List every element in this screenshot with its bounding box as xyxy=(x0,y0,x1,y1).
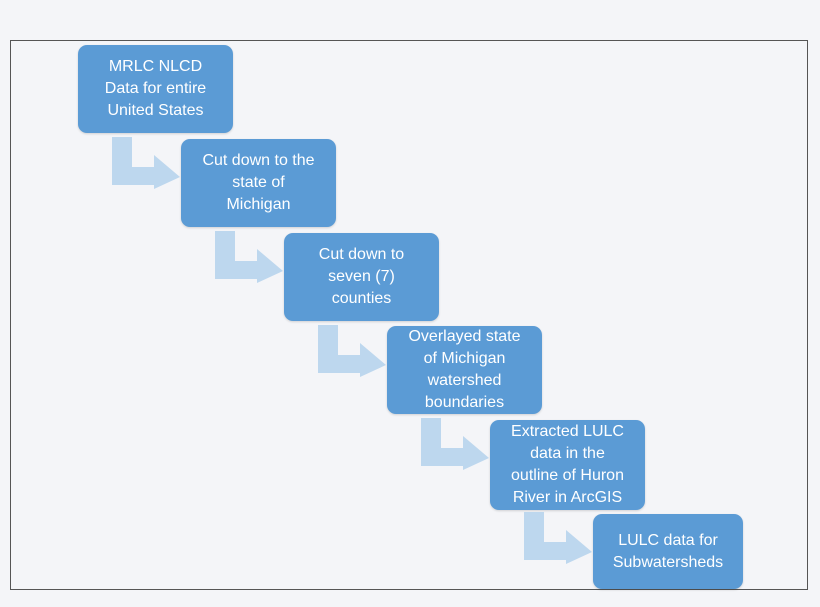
bent-arrow-3-to-4 xyxy=(318,325,386,377)
step-3-box: Cut down to seven (7) counties xyxy=(284,233,439,321)
step-6-box: LULC data for Subwatersheds xyxy=(593,514,743,589)
bent-arrow-4-to-5 xyxy=(421,418,489,470)
bent-arrow-1-to-2 xyxy=(112,137,180,189)
bent-arrow-2-to-3 xyxy=(215,231,283,283)
bent-arrow-5-to-6 xyxy=(524,512,592,564)
step-4-box: Overlayed state of Michigan watershed bo… xyxy=(387,326,542,414)
step-2-box: Cut down to the state of Michigan xyxy=(181,139,336,227)
step-1-box: MRLC NLCD Data for entire United States xyxy=(78,45,233,133)
step-5-box: Extracted LULC data in the outline of Hu… xyxy=(490,420,645,510)
